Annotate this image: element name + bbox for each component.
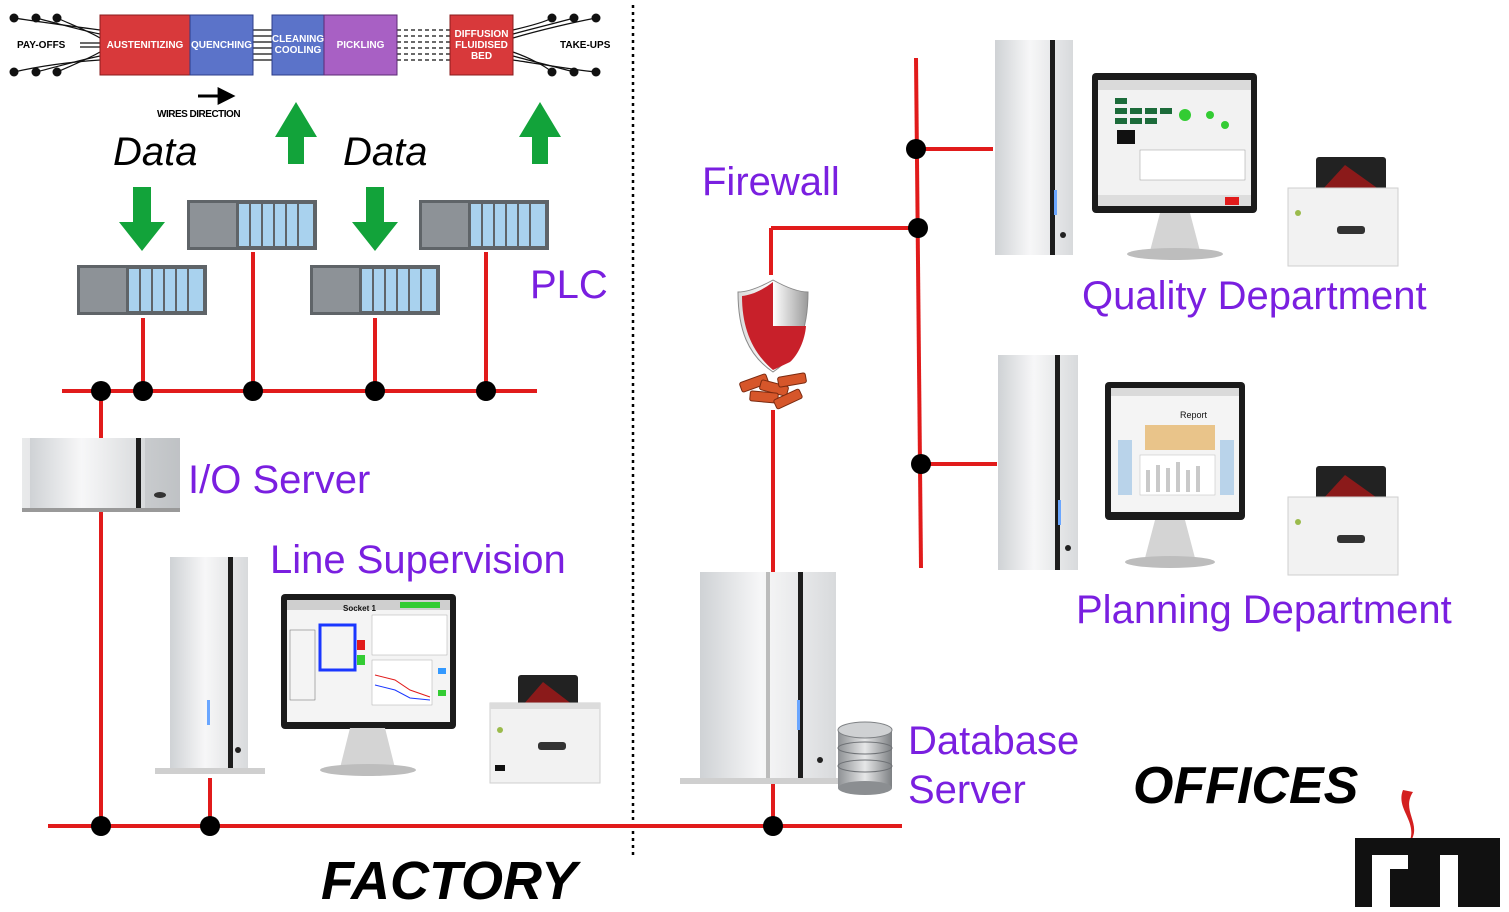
quality-tower-icon xyxy=(995,40,1073,255)
takeups-label: TAKE-UPS xyxy=(560,40,611,51)
data-label-left: Data xyxy=(113,130,198,174)
down-arrow-icon xyxy=(352,187,398,251)
cleaning-stage: CLEANING COOLING xyxy=(272,15,324,75)
server-label: Server xyxy=(908,768,1026,812)
diffusion-stage: DIFFUSION FLUIDISED BED xyxy=(450,15,513,75)
quality-monitor-icon xyxy=(1092,73,1257,260)
cooling-label: COOLING xyxy=(274,45,322,56)
plc-rack-icon xyxy=(419,200,549,250)
austenitizing-label: AUSTENITIZING xyxy=(106,39,184,51)
printer-icon xyxy=(489,675,601,784)
factory-label: FACTORY xyxy=(321,851,578,911)
bed-label: BED xyxy=(470,50,493,62)
fluidised-label: FLUIDISED xyxy=(455,39,508,51)
supervision-screen-title: Socket 1 xyxy=(343,604,376,613)
database-label: Database xyxy=(908,719,1080,763)
database-server-label: Database Server xyxy=(908,718,1079,813)
supervision-monitor-icon xyxy=(281,594,456,776)
supervision-tower-icon xyxy=(155,557,265,774)
pickling-label: PICKLING xyxy=(336,39,385,51)
planning-monitor-icon xyxy=(1105,382,1245,568)
network-nodes xyxy=(91,139,931,836)
firewall-shield-icon xyxy=(737,279,809,410)
process-line xyxy=(9,13,601,105)
plc-rack-icon xyxy=(187,200,317,250)
planning-department-label: Planning Department xyxy=(1076,588,1452,632)
plc-rack-icon xyxy=(310,265,440,315)
pickling-stage: PICKLING xyxy=(324,15,397,75)
quenching-stage: QUENCHING xyxy=(190,15,253,75)
company-logo xyxy=(1355,790,1500,907)
up-arrow-icon xyxy=(519,102,561,164)
plc-rack-icon xyxy=(77,265,207,315)
printer-icon xyxy=(1287,466,1399,576)
up-arrow-icon xyxy=(275,102,317,164)
planning-screen-title: Report xyxy=(1180,410,1208,420)
printer-icon xyxy=(1287,157,1399,267)
quenching-label: QUENCHING xyxy=(190,39,253,51)
line-supervision-label: Line Supervision xyxy=(270,538,566,582)
austenitizing-stage: AUSTENITIZING xyxy=(100,15,190,75)
io-server-label: I/O Server xyxy=(188,458,371,502)
data-arrows xyxy=(119,102,561,251)
quality-department-label: Quality Department xyxy=(1082,274,1427,318)
io-server-icon xyxy=(22,438,180,512)
planning-tower-icon xyxy=(998,355,1078,570)
plc-label: PLC xyxy=(530,263,608,307)
payoffs-label: PAY-OFFS xyxy=(17,40,66,51)
cleaning-label: CLEANING xyxy=(271,34,325,45)
wires-direction-label: WIRES DIRECTION xyxy=(157,109,241,120)
down-arrow-icon xyxy=(119,187,165,251)
offices-label: OFFICES xyxy=(1133,757,1359,815)
database-cylinder-icon xyxy=(837,721,893,795)
firewall-label: Firewall xyxy=(702,160,840,204)
database-server-icon xyxy=(680,572,856,784)
diffusion-label: DIFFUSION xyxy=(454,28,509,40)
data-label-right: Data xyxy=(343,130,428,174)
